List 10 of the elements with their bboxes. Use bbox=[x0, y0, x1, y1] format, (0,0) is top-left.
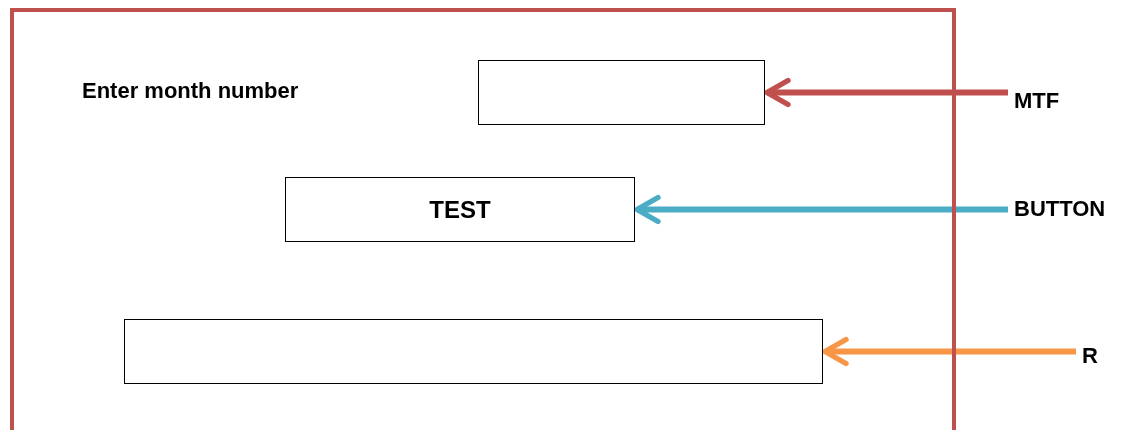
arrow bbox=[764, 77, 1008, 108]
output-field bbox=[124, 319, 823, 384]
test-button: TEST bbox=[285, 177, 635, 242]
callout-label: MTF bbox=[1010, 86, 1060, 116]
callout-label: R bbox=[1078, 341, 1098, 371]
arrow bbox=[822, 336, 1076, 367]
callout-label: BUTTON bbox=[1010, 194, 1106, 224]
field-label: Enter month number bbox=[81, 77, 299, 105]
input-field bbox=[478, 60, 765, 125]
arrow bbox=[634, 194, 1008, 225]
